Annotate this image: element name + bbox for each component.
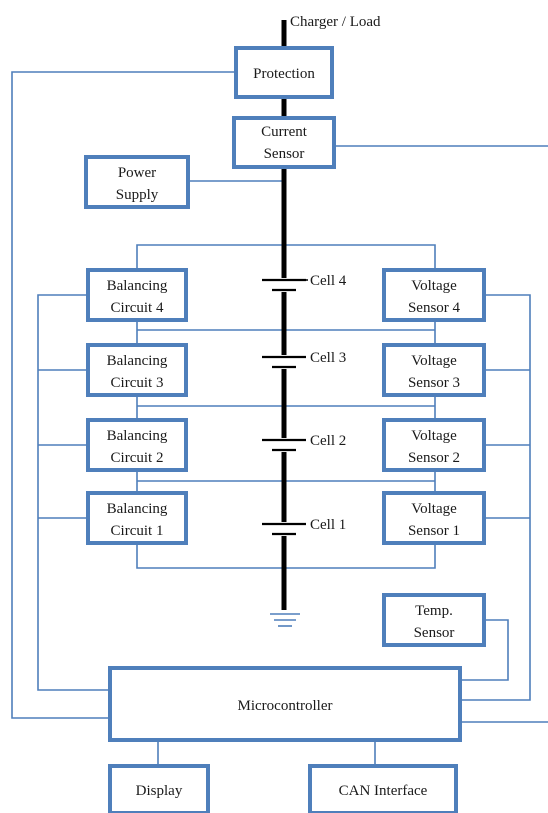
balancing-4-label-line1: Balancing <box>107 278 168 294</box>
power-supply-label-line2: Supply <box>116 187 159 203</box>
cell-1-label: Cell 1 <box>310 517 346 533</box>
balancing-3-label-line2: Circuit 3 <box>111 375 164 391</box>
voltage-sensor-2-block: Voltage Sensor 2 <box>382 418 486 472</box>
voltage-2-label-line2: Sensor 2 <box>408 450 460 466</box>
voltage-3-label-line1: Voltage <box>411 353 457 369</box>
temp-sensor-block: Temp. Sensor <box>382 593 486 647</box>
balancing-circuit-1-block: Balancing Circuit 1 <box>86 491 188 545</box>
cell-4: Cell 4 <box>262 273 347 292</box>
can-interface-block: CAN Interface <box>308 764 458 813</box>
balancing-circuit-2-block: Balancing Circuit 2 <box>86 418 188 472</box>
balancing-circuit-4-block: Balancing Circuit 4 <box>86 268 188 322</box>
power-supply-label-line1: Power <box>118 165 156 181</box>
balancing-2-label-line1: Balancing <box>107 428 168 444</box>
can-interface-label: CAN Interface <box>339 783 428 799</box>
balancing-4-label-line2: Circuit 4 <box>111 300 164 316</box>
protection-block: Protection <box>234 46 334 99</box>
balancing-1-label-line1: Balancing <box>107 501 168 517</box>
cell-3: Cell 3 <box>262 350 346 369</box>
voltage-sensor-3-block: Voltage Sensor 3 <box>382 343 486 397</box>
voltage-2-label-line1: Voltage <box>411 428 457 444</box>
protection-label: Protection <box>253 66 315 82</box>
balancing-circuit-3-block: Balancing Circuit 3 <box>86 343 188 397</box>
voltage-sensor-4-block: Voltage Sensor 4 <box>382 268 486 322</box>
temp-sensor-label-line1: Temp. <box>415 603 453 619</box>
cell-4-label: Cell 4 <box>310 273 347 289</box>
cell-2: Cell 2 <box>262 433 346 452</box>
voltage-1-label-line1: Voltage <box>411 501 457 517</box>
balancing-1-label-line2: Circuit 1 <box>111 523 164 539</box>
microcontroller-block: Microcontroller <box>108 666 462 742</box>
voltage-3-label-line2: Sensor 3 <box>408 375 460 391</box>
current-sensor-label-line2: Sensor <box>264 146 305 162</box>
cell-3-label: Cell 3 <box>310 350 346 366</box>
charger-load-label: Charger / Load <box>290 14 381 30</box>
voltage-sensor-1-block: Voltage Sensor 1 <box>382 491 486 545</box>
cell-1: Cell 1 <box>262 517 346 536</box>
cell-2-label: Cell 2 <box>310 433 346 449</box>
display-label: Display <box>136 783 183 799</box>
power-supply-block: Power Supply <box>84 155 190 209</box>
voltage-4-label-line2: Sensor 4 <box>408 300 461 316</box>
current-sensor-block: Current Sensor <box>232 116 336 169</box>
balancing-2-label-line2: Circuit 2 <box>111 450 164 466</box>
current-sensor-label-line1: Current <box>261 124 308 140</box>
display-block: Display <box>108 764 210 813</box>
voltage-1-label-line2: Sensor 1 <box>408 523 460 539</box>
temp-sensor-label-line2: Sensor <box>414 625 455 641</box>
voltage-4-label-line1: Voltage <box>411 278 457 294</box>
balancing-3-label-line1: Balancing <box>107 353 168 369</box>
microcontroller-label: Microcontroller <box>238 698 333 714</box>
